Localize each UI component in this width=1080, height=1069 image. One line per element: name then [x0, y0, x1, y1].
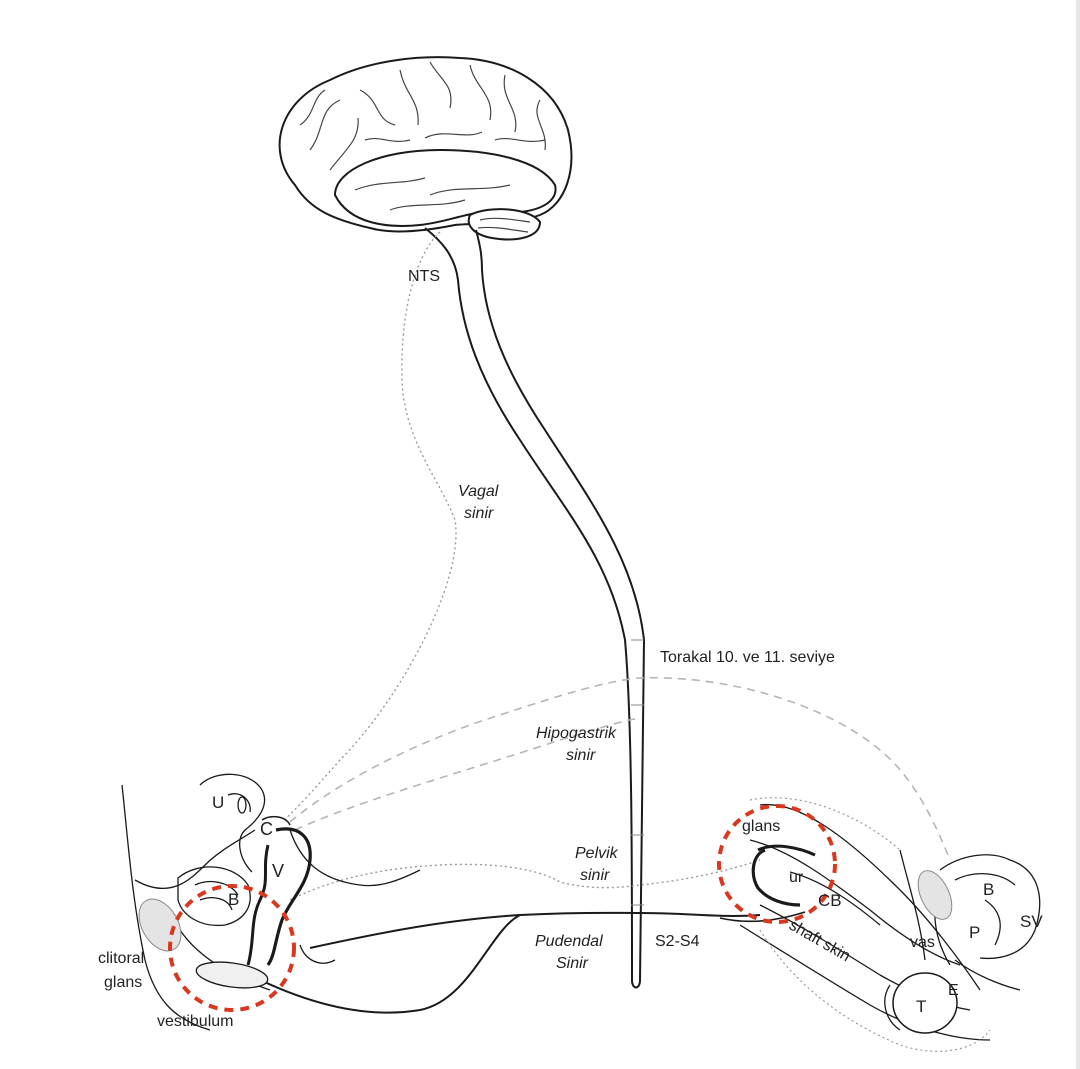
vagal-nerve-line: [281, 231, 457, 823]
hipogastrik-branch: [294, 717, 641, 831]
label-shaft-skin: shaft skin: [786, 917, 853, 966]
label-cb: CB: [818, 891, 842, 910]
label-hipogastrik-1: Hipogastrik: [536, 725, 617, 742]
testis-shape: [892, 972, 958, 1034]
male-glans-top: [757, 844, 816, 857]
label-sv: SV: [1020, 912, 1043, 931]
label-b-male: B: [983, 880, 994, 899]
label-b-female: B: [228, 890, 239, 909]
label-clitoral-2: glans: [104, 974, 142, 991]
male-glans-outline: [751, 848, 801, 907]
label-vestibulum: vestibulum: [157, 1013, 233, 1030]
pudendal-nerve-line: [309, 911, 761, 949]
uterus-cervix: [261, 815, 291, 826]
label-pudendal-2: Sinir: [556, 955, 589, 972]
label-u: U: [212, 793, 224, 812]
label-nts: NTS: [408, 268, 440, 285]
vagina-inner: [246, 844, 270, 966]
pudendal-branch-lower: [249, 914, 521, 1014]
label-glans: glans: [742, 818, 780, 835]
female-gray-structure: [138, 898, 182, 952]
right-edge-strip: [1076, 0, 1080, 1069]
pelvik-nerve-line: [289, 859, 761, 901]
brain: [278, 56, 573, 241]
label-s2-s4: S2-S4: [655, 933, 700, 950]
labels: NTS Vagal sinir Torakal 10. ve 11. seviy…: [98, 268, 1043, 1030]
label-pudendal-1: Pudendal: [535, 933, 603, 950]
label-c: C: [260, 819, 273, 839]
label-t: T: [916, 997, 926, 1016]
vagina-wall: [266, 827, 312, 966]
label-clitoral-1: clitoral: [98, 950, 144, 967]
label-torakal: Torakal 10. ve 11. seviye: [660, 649, 835, 666]
male-dotted-outline: [749, 797, 991, 1052]
label-vas: vas: [910, 934, 935, 951]
hipogastrik-nerve-line: [289, 676, 951, 861]
label-p: P: [969, 923, 980, 942]
clitoral-glans-shape: [195, 961, 269, 989]
label-ur: ur: [789, 869, 804, 886]
male-highlight-circle: [717, 804, 837, 924]
spinal-segment-marks: [631, 639, 644, 906]
label-pelvik-2: sinir: [580, 867, 610, 884]
female-highlight-circle: [168, 884, 296, 1012]
spinal-cord: [424, 227, 646, 989]
label-v: V: [272, 861, 284, 881]
female-anatomy: [121, 773, 421, 1031]
male-gray-structure: [917, 870, 953, 920]
label-hipogastrik-2: sinir: [566, 747, 596, 764]
label-e: E: [948, 982, 959, 999]
label-vagal-1: Vagal: [458, 483, 499, 500]
label-pelvik-1: Pelvik: [575, 845, 619, 862]
brain-gyri: [299, 61, 546, 233]
label-vagal-2: sinir: [464, 505, 494, 522]
